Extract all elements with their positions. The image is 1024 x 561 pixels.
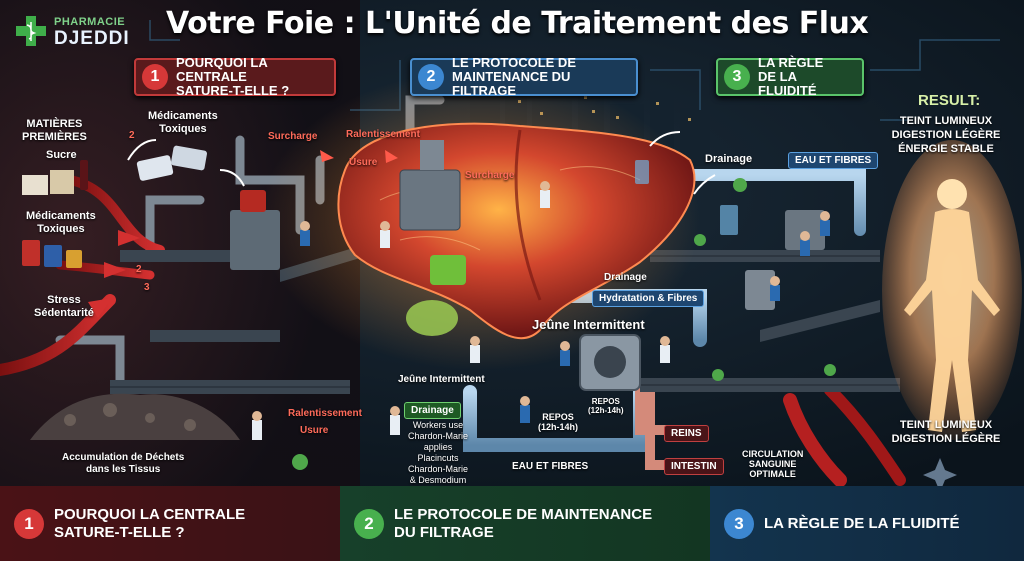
- label-drainage-box: Drainage: [404, 402, 461, 419]
- label-matieres-line2: PREMIÈRES: [22, 131, 87, 143]
- label-circulation: CIRCULATION SANGUINE OPTIMALE: [742, 449, 803, 479]
- label-jeune-1: Jeûne Intermittent: [532, 317, 645, 332]
- label-matieres-line1: MATIÈRES: [26, 118, 83, 130]
- section-number: 3: [724, 64, 750, 90]
- pharmacy-cross-icon: [16, 16, 46, 46]
- label-medicaments-line2: Toxiques: [37, 223, 85, 235]
- drainage-note-line3: applies: [423, 442, 453, 452]
- result-item: DIGESTION LÉGÈRE: [891, 129, 1001, 141]
- label-jeune-2: Jeûne Intermittent: [398, 374, 485, 385]
- label-accumulation-line2: dans les Tissus: [85, 464, 161, 475]
- result-list-top: TEINT LUMINEUX DIGESTION LÉGÈRE ÉNERGIE …: [876, 114, 1016, 156]
- raw-materials: [22, 160, 88, 268]
- footer-number: 3: [724, 508, 754, 539]
- label-usure: Usure: [349, 157, 378, 168]
- label-repos-1-line1: REPOS: [591, 397, 620, 406]
- drainage-note-line5: Chardon-Marie: [408, 464, 469, 474]
- label-drainage-top: Drainage: [705, 153, 753, 165]
- footer-number: 2: [354, 508, 384, 539]
- footer-section-3: 3 LA RÈGLE DE LA FLUIDITÉ: [710, 486, 1024, 561]
- label-circulation-line3: OPTIMALE: [749, 469, 796, 479]
- machines: [230, 140, 825, 391]
- label-medicaments-line1: Médicaments: [26, 210, 96, 222]
- label-repos-2: REPOS(12h-14h): [538, 412, 578, 432]
- drainage-note-line6: & Desmodium: [409, 475, 467, 485]
- section-number: 2: [418, 64, 444, 90]
- label-ralentissement-2: Ralentissement: [288, 408, 362, 419]
- label-repos-2-line1: REPOS: [542, 412, 574, 422]
- label-eau-fibres-top: EAU ET FIBRES: [788, 152, 879, 169]
- section-line2: SATURE-T-ELLE ?: [176, 83, 290, 98]
- label-accumulation-line1: Accumulation de Déchets: [62, 452, 185, 463]
- footer-line1: LA RÈGLE DE LA FLUIDITÉ: [764, 514, 960, 532]
- brand-line2: DJEDDI: [54, 28, 130, 49]
- section-line1: LA RÈGLE: [758, 55, 824, 70]
- result-title: RESULT:: [918, 92, 981, 109]
- label-stress-line1: Stress: [47, 294, 81, 306]
- label-usure-2: Usure: [300, 425, 329, 436]
- label-sucre: Sucre: [46, 149, 77, 161]
- result-item: TEINT LUMINEUX: [899, 115, 993, 127]
- label-stress-line2: Sédentarité: [34, 307, 94, 319]
- brand-logo: PHARMACIE DJEDDI: [14, 12, 164, 52]
- section-line1: POURQUOI LA CENTRALE: [176, 55, 268, 84]
- footer-line2: SATURE-T-ELLE ?: [54, 523, 185, 541]
- label-repos-1: REPOS(12h-14h): [588, 397, 624, 415]
- workers: [252, 181, 830, 440]
- label-eau-fibres-bottom: EAU ET FIBRES: [512, 461, 589, 472]
- label-medicaments-top-line2: Toxiques: [159, 123, 207, 135]
- label-medicaments-top-line1: Médicaments: [148, 110, 218, 122]
- footer-line1: POURQUOI LA CENTRALE: [54, 505, 246, 523]
- label-circulation-line1: CIRCULATION: [742, 449, 804, 459]
- section-line2: MAINTENANCE DU FILTRAGE: [452, 69, 571, 98]
- glowing-body: [882, 140, 1022, 440]
- drainage-note: Workers use Chardon-Marie applies Placin…: [408, 420, 468, 486]
- footer-line2: DU FILTRAGE: [394, 523, 494, 541]
- label-reins: REINS: [664, 425, 709, 442]
- footer-line1: LE PROTOCOLE DE MAINTENANCE: [394, 505, 653, 523]
- marker-3: 3: [144, 282, 150, 293]
- footer-number: 1: [14, 508, 44, 539]
- label-intestin: INTESTIN: [664, 458, 724, 475]
- label-repos-1-line2: (12h-14h): [588, 406, 624, 415]
- drainage-note-line2: Chardon-Marie: [408, 431, 469, 441]
- result-item: DIGESTION LÉGÈRE: [891, 433, 1001, 445]
- drainage-note-line1: Workers use: [412, 420, 464, 430]
- drainage-note-line4: Placincuts: [417, 453, 459, 463]
- pills: [136, 145, 208, 181]
- section-line1: LE PROTOCOLE DE: [452, 55, 576, 70]
- label-hydratation: Hydratation & Fibres: [592, 290, 705, 307]
- label-surcharge-2: Surcharge: [465, 170, 515, 181]
- label-circulation-line2: SANGUINE: [748, 459, 797, 469]
- brand-line1: PHARMACIE: [54, 16, 126, 28]
- marker-2-mid: 2: [136, 264, 142, 275]
- plants: [292, 178, 836, 470]
- label-ralentissement: Ralentissement: [346, 129, 420, 140]
- label-surcharge: Surcharge: [268, 131, 318, 142]
- label-drainage-mid: Drainage: [604, 272, 647, 283]
- label-repos-2-line2: (12h-14h): [538, 422, 579, 432]
- section-number: 1: [142, 64, 168, 90]
- result-item: TEINT LUMINEUX: [899, 419, 993, 431]
- marker-2-top: 2: [129, 130, 135, 141]
- result-list-bottom: TEINT LUMINEUX DIGESTION LÉGÈRE: [876, 418, 1016, 446]
- page-title: Votre Foie : L'Unité de Traitement des F…: [166, 6, 869, 41]
- result-item: ÉNERGIE STABLE: [898, 143, 994, 155]
- section-line2: DE LA FLUIDITÉ: [758, 69, 817, 98]
